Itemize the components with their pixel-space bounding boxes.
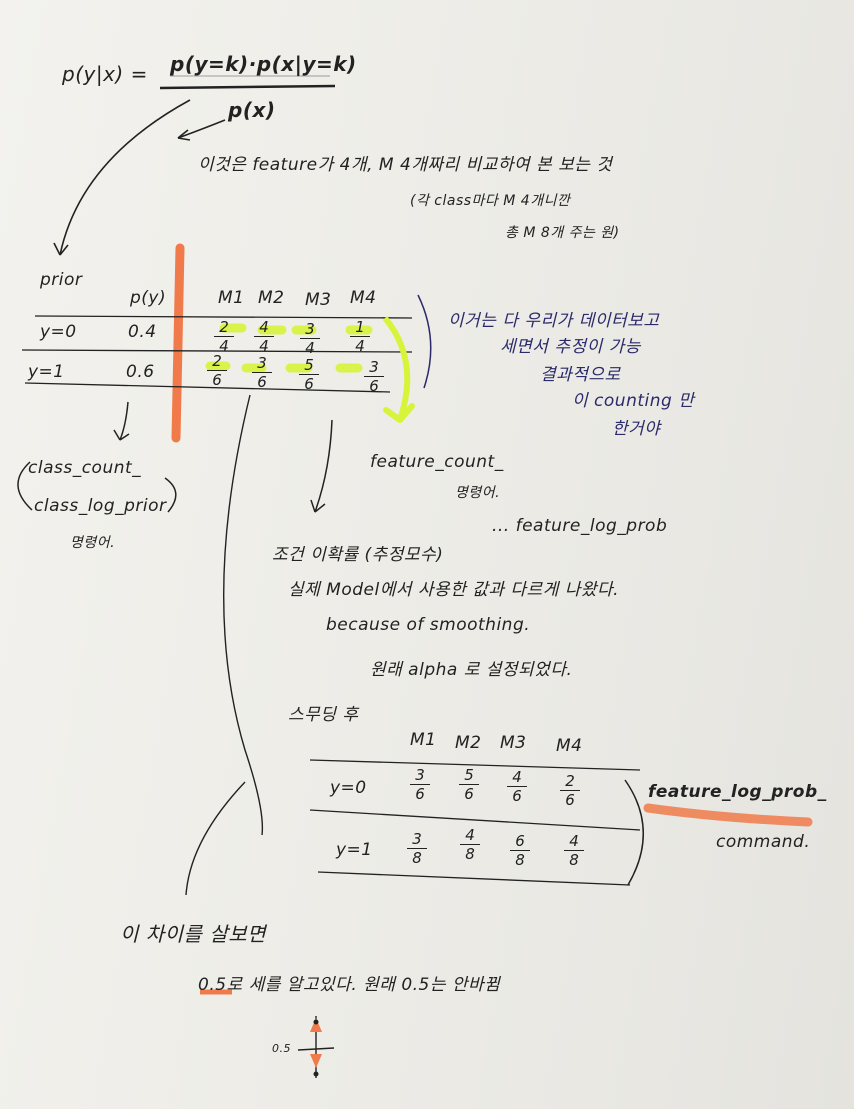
t2-header-m4: M4 — [556, 736, 583, 756]
note-line-2: (각 class마다 M 4개니깐 — [410, 193, 571, 209]
diff-note-2: 0.5로 세를 알고있다. 원래 0.5는 안바뀜 — [198, 975, 501, 995]
note-line-3: 총 M 8개 주는 원) — [505, 225, 620, 241]
after-smoothing-label: 스무딩 후 — [288, 705, 359, 725]
arrow-to-prior — [59, 99, 191, 256]
scale-label: 0.5 — [272, 1042, 291, 1055]
t2-row1-y: y=1 — [336, 840, 373, 860]
t1-header-m3: M3 — [305, 290, 332, 310]
t2-header-m1: M1 — [410, 730, 437, 750]
equation-numerator: p(y=k)·p(x|y=k) — [170, 52, 357, 76]
cond-note-4: 원래 alpha 로 설정되었다. — [370, 660, 573, 680]
feature-log-prob-top: ... feature_log_prob — [492, 516, 668, 536]
highlights — [205, 323, 373, 373]
t2-header-m3: M3 — [500, 733, 527, 753]
t1-header-m1: M1 — [218, 288, 245, 308]
t1-header-m2: M2 — [258, 288, 285, 308]
class-log-prior-label: class_log_prior — [34, 496, 167, 516]
blue-note-2: 세면서 추정이 가능 — [500, 337, 641, 357]
feature-log-prob-side: feature_log_prob_ — [648, 782, 827, 802]
blue-bracket — [417, 294, 432, 389]
command-label: command. — [716, 832, 811, 852]
py-header: p(y) — [130, 288, 167, 308]
cond-note-3: because of smoothing. — [326, 615, 531, 635]
class-sub: 명령어. — [70, 535, 116, 551]
equation-lhs: p(y|x) = — [62, 62, 148, 86]
blue-note-1: 이거는 다 우리가 데이터보고 — [448, 311, 660, 331]
t2-row0-y: y=0 — [330, 778, 367, 798]
t1-row1-y: y=1 — [28, 362, 65, 382]
cond-note-2: 실제 Model에서 사용한 값과 다르게 나왔다. — [288, 580, 620, 600]
diff-note-1: 이 차이를 살보면 — [120, 922, 267, 946]
blue-note-3: 결과적으로 — [540, 365, 621, 385]
prior-label: prior — [40, 270, 83, 290]
blue-note-5: 한거야 — [612, 419, 661, 439]
feature-count-sub: 명령어. — [455, 485, 501, 501]
class-count-label: class_count_ — [28, 458, 142, 478]
feature-count-label: feature_count_ — [370, 452, 504, 472]
equation-denominator: p(x) — [228, 98, 276, 122]
t1-row1-p: 0.6 — [126, 362, 155, 382]
orange-divider — [171, 243, 185, 443]
arrow-to-notes — [177, 119, 226, 139]
cond-note-1: 조건 이확률 (추정모수) — [272, 545, 444, 565]
t2-header-m2: M2 — [455, 733, 482, 753]
t1-row0-y: y=0 — [40, 322, 77, 342]
blue-note-4: 이 counting 만 — [572, 391, 695, 411]
note-line-1: 이것은 feature가 4개, M 4개짜리 비교하여 본 보는 것 — [198, 155, 613, 175]
t1-row0-p: 0.4 — [128, 322, 157, 342]
equation-fraction-bar — [159, 84, 336, 90]
t1-header-m4: M4 — [350, 288, 377, 308]
